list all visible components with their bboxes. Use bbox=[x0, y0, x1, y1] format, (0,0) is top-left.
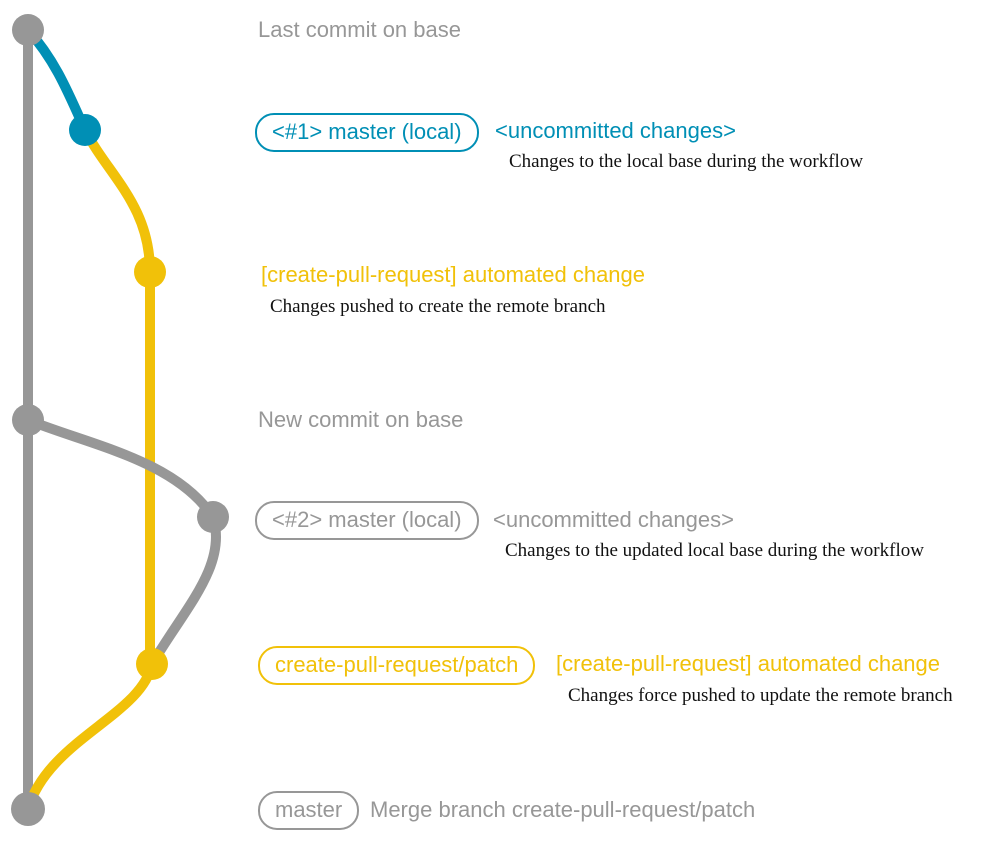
commit-title-automated-2: [create-pull-request] automated change bbox=[556, 651, 941, 676]
branch-label-master-local-2: <#2> master (local) bbox=[255, 501, 479, 540]
commit-note-uncommitted-2: Changes to the updated local base during… bbox=[505, 540, 924, 561]
label-new-commit-on-base: New commit on base bbox=[258, 407, 464, 432]
commit-title-automated-1: [create-pull-request] automated change bbox=[261, 262, 646, 287]
commit-dot-automated-2 bbox=[136, 648, 168, 680]
branch-label-create-pull-request-patch: create-pull-request/patch bbox=[258, 646, 536, 685]
branch-path-local-uncommitted-1 bbox=[23, 25, 90, 135]
commit-dot-uncommitted-1 bbox=[69, 114, 101, 146]
branch-path-base-to-patch bbox=[147, 512, 222, 669]
branch-path-patch bbox=[80, 125, 155, 669]
commit-title-uncommitted-1: <uncommitted changes> bbox=[495, 118, 736, 143]
label-merge-branch: Merge branch create-pull-request/patch bbox=[370, 797, 756, 822]
branch-label-master-local-1: <#1> master (local) bbox=[255, 113, 479, 152]
commit-note-automated-1: Changes pushed to create the remote bran… bbox=[270, 296, 606, 317]
commit-note-automated-2: Changes force pushed to update the remot… bbox=[568, 685, 953, 706]
commit-dot-new-base bbox=[12, 404, 44, 436]
commit-dot-uncommitted-2 bbox=[197, 501, 229, 533]
git-graph bbox=[11, 14, 229, 826]
commit-dot-merge bbox=[11, 792, 45, 826]
commit-note-uncommitted-1: Changes to the local base during the wor… bbox=[509, 151, 864, 172]
label-last-commit-on-base: Last commit on base bbox=[258, 17, 461, 42]
commit-title-uncommitted-2: <uncommitted changes> bbox=[493, 507, 734, 532]
branch-path-patch-merge bbox=[23, 659, 157, 814]
branch-label-master: master bbox=[258, 791, 360, 830]
commit-dot-last-base bbox=[12, 14, 44, 46]
branch-path-base-update bbox=[23, 415, 218, 522]
commit-dot-automated-1 bbox=[134, 256, 166, 288]
